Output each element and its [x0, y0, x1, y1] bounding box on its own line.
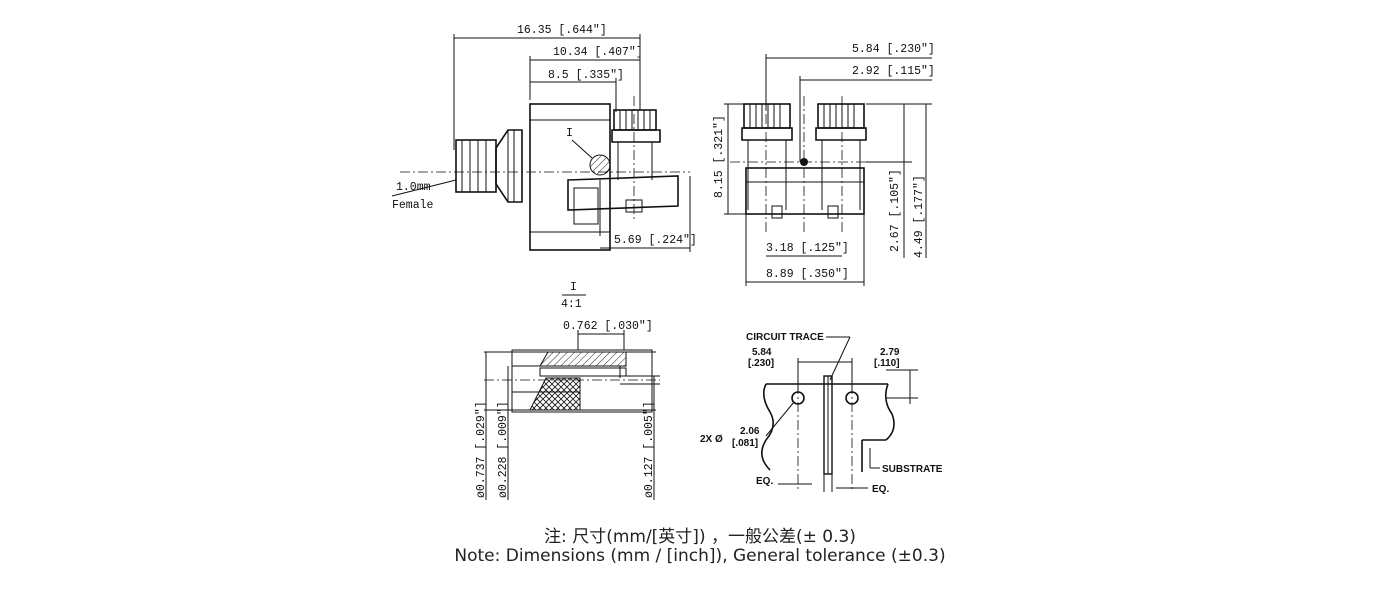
- detail-callout-label: I: [566, 127, 573, 140]
- dim-pin-length: 0.762 [.030″]: [563, 320, 653, 333]
- eq-left: EQ.: [756, 476, 773, 487]
- dim-base-width: 8.89 [.350″]: [766, 268, 849, 281]
- note-chinese: 注: 尺寸(mm/[英寸]) ，一般公差(± 0.3): [544, 527, 856, 547]
- dim-outer-dia: ø0.737 [.029″]: [475, 401, 488, 498]
- dim-pin-dia: ø0.127 [.005″]: [643, 401, 656, 498]
- dim-inner-dia: ø0.228 [.009″]: [497, 401, 510, 498]
- dim-height: 8.15 [.321″]: [713, 115, 726, 198]
- pitch-mm: 5.84: [752, 347, 772, 358]
- note-english: Note: Dimensions (mm / [inch]), General …: [454, 546, 946, 566]
- front-view: 16.35 [.644″] 10.34 [.407″] 8.5 [.335″]: [391, 24, 697, 252]
- detail-scale: 4:1: [561, 298, 582, 311]
- edge-mm: 2.79: [880, 347, 900, 358]
- eq-right: EQ.: [872, 484, 889, 495]
- pcb-footprint: CIRCUIT TRACE 5.84 [.230] 2.79 [.110] 2X…: [700, 332, 943, 495]
- dim-tab-length: 5.69 [.224″]: [614, 234, 697, 247]
- dim-body-length: 10.34 [.407″]: [553, 46, 643, 59]
- circuit-trace-label: CIRCUIT TRACE: [746, 332, 824, 343]
- dim-pin-spacing: 3.18 [.125″]: [766, 242, 849, 255]
- dim-half-width: 2.92 [.115″]: [852, 65, 935, 78]
- side-view: 5.84 [.230″] 2.92 [.115″]: [713, 43, 935, 286]
- hole-prefix: 2X Ø: [700, 434, 723, 445]
- dim-pin-offset: 8.5 [.335″]: [548, 69, 624, 82]
- detail-view: I 4:1 0.762 [.030″] ø0.737 [.029″] ø0.22…: [475, 281, 660, 500]
- interface-label: 1.0mm: [396, 181, 431, 194]
- dim-overall-length: 16.35 [.644″]: [517, 24, 607, 37]
- gender-label: Female: [392, 199, 434, 212]
- pitch-in: [.230]: [748, 358, 774, 369]
- hole-mm: 2.06: [740, 426, 760, 437]
- substrate-label: SUBSTRATE: [882, 464, 943, 475]
- edge-in: [.110]: [874, 358, 900, 369]
- dim-width: 5.84 [.230″]: [852, 43, 935, 56]
- dim-center-height: 2.67 [.105″]: [889, 169, 902, 252]
- detail-label: I: [570, 281, 577, 294]
- dim-total-height: 4.49 [.177″]: [913, 175, 926, 258]
- hole-in: [.081]: [732, 438, 758, 449]
